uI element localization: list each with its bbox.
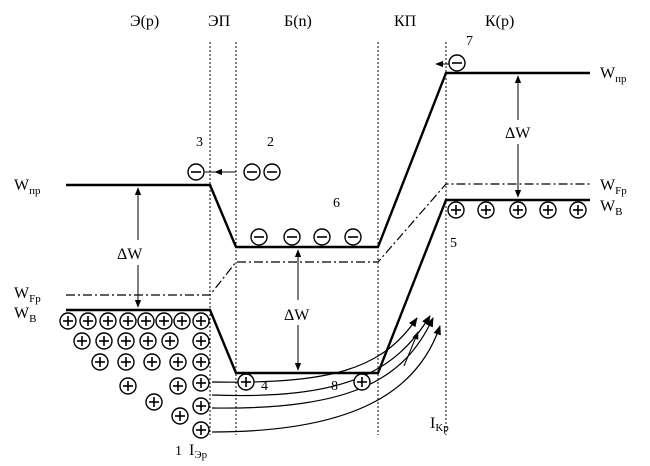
hole [117,353,135,371]
gap-label-collector: ΔW [505,125,531,142]
electron-group [187,54,466,246]
current-flow-line-5 [403,331,419,367]
hole [73,332,91,350]
hole [119,312,137,330]
hole [192,312,210,330]
hole [139,332,157,350]
conduction-level-label-left: Wпр [14,177,41,197]
hole [171,407,189,425]
marker-7: 7 [466,34,473,49]
marker-3: 3 [196,135,203,150]
electron [243,163,261,181]
hole [137,312,155,330]
region-label-collector-junction: КП [394,13,417,30]
hole [192,397,210,415]
electron [448,54,466,72]
valence-level-label-right: WB [600,198,622,218]
hole [169,353,187,371]
electron [187,163,205,181]
hole [192,374,210,392]
current-flow-line-3 [211,317,434,409]
fermi-level-label-left: WFр [14,285,41,305]
marker-2: 2 [267,135,274,150]
hole [447,201,465,219]
conduction-band-edge [66,71,590,249]
hole [509,201,527,219]
hole [99,312,117,330]
hole [79,312,97,330]
hole [59,312,77,330]
emitter-current-label: IЭр [189,442,208,461]
hole [91,353,109,371]
hole [161,332,179,350]
electron [250,228,268,246]
hole [143,353,161,371]
marker-1: 1 [175,444,182,459]
hole [192,332,210,350]
hole [237,373,255,391]
marker-8: 8 [331,379,338,394]
region-label-emitter-junction: ЭП [208,13,231,30]
hole [169,377,187,395]
hole [353,373,371,391]
hole [192,353,210,371]
hole [119,377,137,395]
hole [569,201,587,219]
hole [155,312,173,330]
electron [283,228,301,246]
hole [477,201,495,219]
marker-4: 4 [261,379,268,394]
hole [95,332,113,350]
hole [192,421,210,439]
region-label-base: Б(n) [284,13,312,30]
electron [263,163,281,181]
collector-current-label: IKр [430,415,449,434]
region-label-emitter: Э(р) [130,13,159,30]
valence-level-label-left: WB [14,305,36,325]
fermi-level [66,183,590,296]
gap-label-emitter: ΔW [117,246,143,263]
valence-band-edge [66,198,590,375]
conduction-level-label-right: Wпр [600,65,627,85]
hole [539,201,557,219]
electron [344,228,362,246]
hole-group [59,201,587,439]
hole [173,312,191,330]
marker-5: 5 [450,236,457,251]
gap-label-base: ΔW [284,307,310,324]
marker-6: 6 [333,196,340,211]
electron [313,228,331,246]
fermi-level-label-right: WFр [600,177,627,197]
hole [145,393,163,411]
current-flow-line-4 [211,325,441,433]
region-label-collector: К(р) [485,13,514,30]
hole [117,332,135,350]
